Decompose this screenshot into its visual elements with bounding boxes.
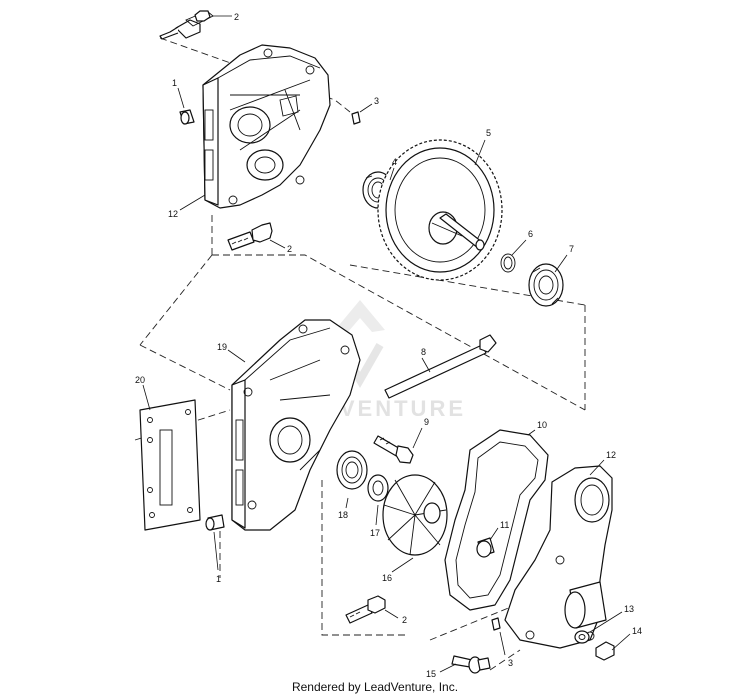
part-10-gasket bbox=[444, 429, 549, 611]
callout-14: 14 bbox=[632, 626, 642, 636]
callout-19: 19 bbox=[217, 342, 227, 352]
callout-11: 11 bbox=[500, 520, 509, 530]
part-14-drain-bolt bbox=[595, 641, 615, 661]
callout-16: 16 bbox=[382, 573, 392, 583]
callout-1: 1 bbox=[172, 78, 177, 88]
callout-8: 8 bbox=[421, 347, 426, 357]
callout-1: 1 bbox=[216, 574, 221, 584]
part-9-bolt bbox=[373, 435, 414, 464]
callout-18: 18 bbox=[338, 510, 348, 520]
part-2-bolt-top bbox=[159, 10, 214, 40]
part-13-washer bbox=[574, 630, 590, 644]
assembly-lines bbox=[134, 37, 586, 671]
part-18-seal bbox=[336, 450, 368, 490]
callout-2: 2 bbox=[234, 12, 239, 22]
callout-13: 13 bbox=[624, 604, 634, 614]
part-17-washer bbox=[367, 474, 389, 502]
callout-9: 9 bbox=[424, 417, 429, 427]
callout-2: 2 bbox=[287, 244, 292, 254]
part-19-pump-housing bbox=[231, 319, 361, 531]
callout-10: 10 bbox=[537, 420, 547, 430]
callout-2: 2 bbox=[402, 615, 407, 625]
part-20-gasket bbox=[139, 399, 201, 531]
part-6-snap-ring bbox=[500, 253, 516, 273]
callout-12: 12 bbox=[606, 450, 616, 460]
part-16-impeller bbox=[382, 474, 448, 556]
callout-4: 4 bbox=[392, 157, 397, 167]
leader-lines bbox=[142, 15, 631, 673]
callout-20: 20 bbox=[135, 375, 145, 385]
part-1-dowel-pin-upper bbox=[179, 109, 195, 125]
part-3-pin-lower bbox=[491, 617, 501, 631]
part-2-bolt-middle bbox=[227, 222, 273, 251]
callout-6: 6 bbox=[528, 229, 533, 239]
callout-5: 5 bbox=[486, 128, 491, 138]
callout-3: 3 bbox=[508, 658, 513, 668]
part-11-screw bbox=[476, 537, 495, 558]
callout-15: 15 bbox=[426, 669, 436, 679]
callout-3: 3 bbox=[374, 96, 379, 106]
part-12-gear-case-cover bbox=[202, 44, 331, 209]
part-3-pin-upper bbox=[351, 111, 361, 125]
part-2-bolt-lower bbox=[345, 595, 386, 624]
callout-17: 17 bbox=[370, 528, 380, 538]
callout-7: 7 bbox=[569, 244, 574, 254]
part-15-bolt bbox=[451, 655, 491, 674]
callout-numbers: 2 1 3 12 2 4 5 6 7 19 20 8 9 10 12 18 17… bbox=[135, 12, 642, 679]
callout-12: 12 bbox=[168, 209, 178, 219]
part-7-bearing bbox=[528, 263, 564, 307]
part-1-dowel-pin-lower bbox=[205, 514, 225, 531]
part-5-gear bbox=[377, 139, 503, 281]
part-12-pump-cover bbox=[504, 465, 613, 649]
footer-credit: Rendered by LeadVenture, Inc. bbox=[291, 680, 459, 694]
part-8-long-bolt bbox=[384, 334, 497, 399]
